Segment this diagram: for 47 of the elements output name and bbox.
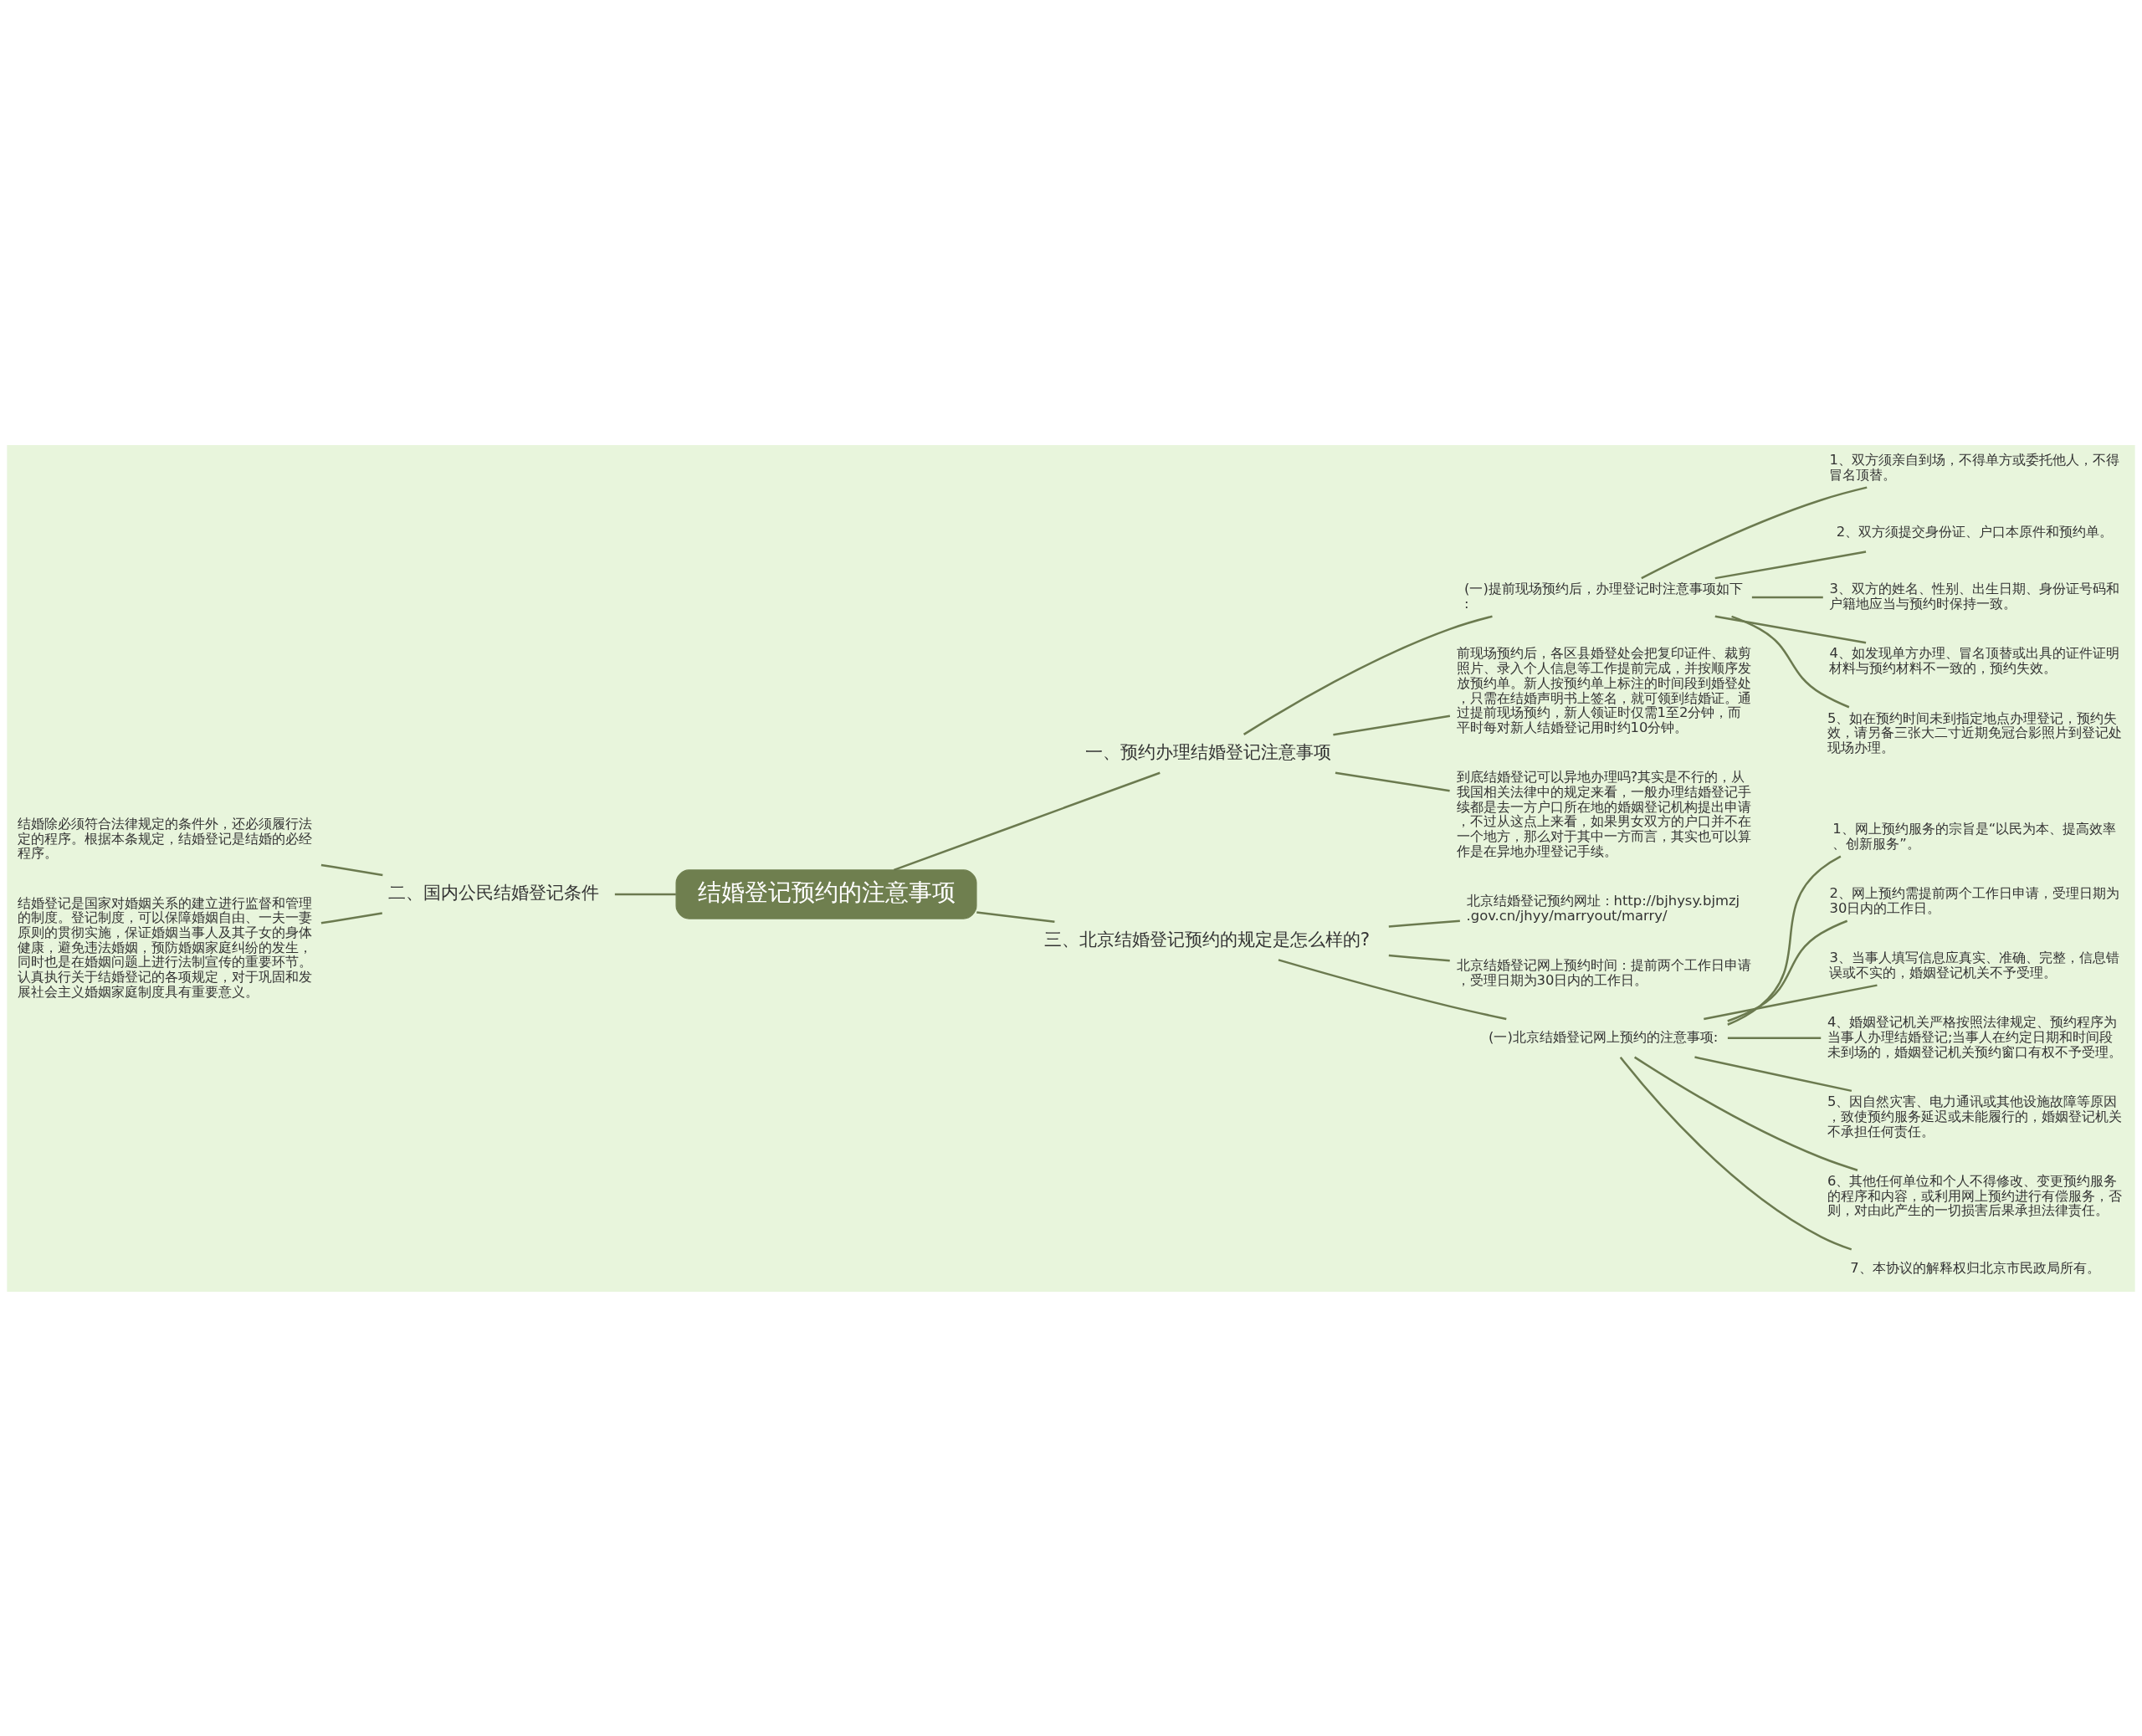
connector: [614, 893, 676, 895]
connector: [1333, 714, 1451, 735]
node-text: 3、双方的姓名、性别、出生日期、身份证号码和户籍地应当与预约时保持一致。: [1829, 580, 2119, 612]
node-text: 5、如在预约时间未到指定地点办理登记，预约失效，请另备三张大二寸近期免冠合影照片到登记处现场办理。: [1827, 709, 2122, 755]
node-text: 2、网上预约需提前两个工作日申请，受理日期为30日内的工作日。: [1829, 884, 2119, 916]
connector: [1727, 919, 1848, 1022]
connector: [1714, 550, 1867, 579]
node-text: 5、因自然灾害、电力通讯或其他设施故障等原因，致使预约服务延迟或未能履行的，婚姻登记机关不承担任何责任。: [1827, 1093, 2122, 1139]
node-text: (一)北京结婚登记网上预约的注意事项:: [1489, 1028, 1719, 1045]
connector: [1388, 954, 1450, 961]
connector: [320, 911, 382, 924]
connector: [320, 863, 383, 876]
node-text: 结婚登记是国家对婚姻关系的建立进行监督和管理的制度。登记制度，可以保障婚姻自由、一夫一妻原则的贯彻实施，保证婚姻当事人及其子女的身体健康，避免违法婚姻，预防婚姻家庭纠纷的发生，同时也是在婚姻问题上进行法制宣传的重要环节。认真执行关于结婚登记的各项规定，对于巩固和发展社会主义婚姻家庭制度具有重要意义。: [18, 894, 312, 1000]
connector: [1704, 983, 1878, 1020]
connector: [1619, 1056, 1852, 1251]
node-text: (一)提前现场预约后，办理登记时注意事项如下:: [1463, 580, 1743, 612]
node-text: 7、本协议的解释权归北京市民政局所有。: [1850, 1259, 2100, 1275]
node-text: 一、预约办理结婚登记注意事项: [1085, 740, 1332, 762]
connector: [1727, 854, 1842, 1026]
node-text: 1、网上预约服务的宗旨是“以民为本、提高效率、创新服务”。: [1832, 820, 2117, 852]
connector: [893, 771, 1161, 871]
connector: [1243, 615, 1493, 735]
node-text: 北京结婚登记网上预约时间：提前两个工作日申请，受理日期为30日内的工作日。: [1456, 956, 1751, 988]
connector: [1335, 771, 1450, 791]
node-text: 结婚除必须符合法律规定的条件外，还必须履行法定的程序。根据本条规定，结婚登记是结婚的必经程序。: [18, 815, 312, 861]
node-text: 4、如发现单方办理、冒名顶替或出具的证件证明材料与预约材料不一致的，预约失效。: [1829, 644, 2119, 676]
node-text: 2、双方须提交身份证、户口本原件和预约单。: [1836, 523, 2114, 540]
node-text: 二、国内公民结婚登记条件: [388, 881, 600, 903]
node-text: 三、北京结婚登记预约的规定是怎么样的?: [1043, 928, 1371, 950]
connector: [1731, 615, 1850, 708]
node-text: 1、双方须亲自到场，不得单方或委托他人，不得冒名顶替。: [1829, 451, 2119, 483]
connector: [976, 910, 1055, 923]
connector: [1727, 1037, 1822, 1039]
node-text: 到底结婚登记可以异地办理吗?其实是不行的，从我国相关法律中的规定来看，一般办理结婚登记手续都是去一方户口所在地的婚姻登记机构提出申请，不过从这点上来看，如果男女双方的户口并不在一个地方，那么对于其中一方而言，其实也可以算作是在异地办理登记手续。: [1456, 768, 1751, 859]
node-text: 3、当事人填写信息应真实、准确、完整，信息错误或不实的，婚姻登记机关不予受理。: [1829, 949, 2119, 981]
node-text: 6、其他任何单位和个人不得修改、变更预约服务的程序和内容，或利用网上预约进行有偿服务，否则，对由此产生的一切损害后果承担法律责任。: [1827, 1172, 2122, 1218]
connector: [1694, 1055, 1852, 1092]
connector: [1714, 615, 1867, 643]
node-text: 4、婚姻登记机关严格按照法律规定、预约程序为当事人办理结婚登记;当事人在约定日期和时间段未到场的，婚姻登记机关预约窗口有权不予受理。: [1827, 1013, 2122, 1060]
node-text: 北京结婚登记预约网址：http://bjhysy.bjmzj.gov.cn/jhyy/marryout/marry/: [1466, 892, 1740, 924]
node-box: 结婚登记预约的注意事项: [675, 868, 977, 919]
connector: [1278, 958, 1507, 1020]
node-text: 前现场预约后，各区县婚登处会把复印证件、裁剪照片、录入个人信息等工作提前完成，并按顺序发放预约单。新人按预约单上标注的时间段到婚登处，只需在结婚声明书上签名，就可领到结婚证。通过提前现场预约，新人领证时仅需1至2分钟，而平时每对新人结婚登记用时约10分钟。: [1456, 644, 1751, 735]
connector: [1633, 1056, 1858, 1171]
connector: [1641, 485, 1868, 579]
connector: [1388, 919, 1460, 928]
connector: [1751, 596, 1823, 598]
